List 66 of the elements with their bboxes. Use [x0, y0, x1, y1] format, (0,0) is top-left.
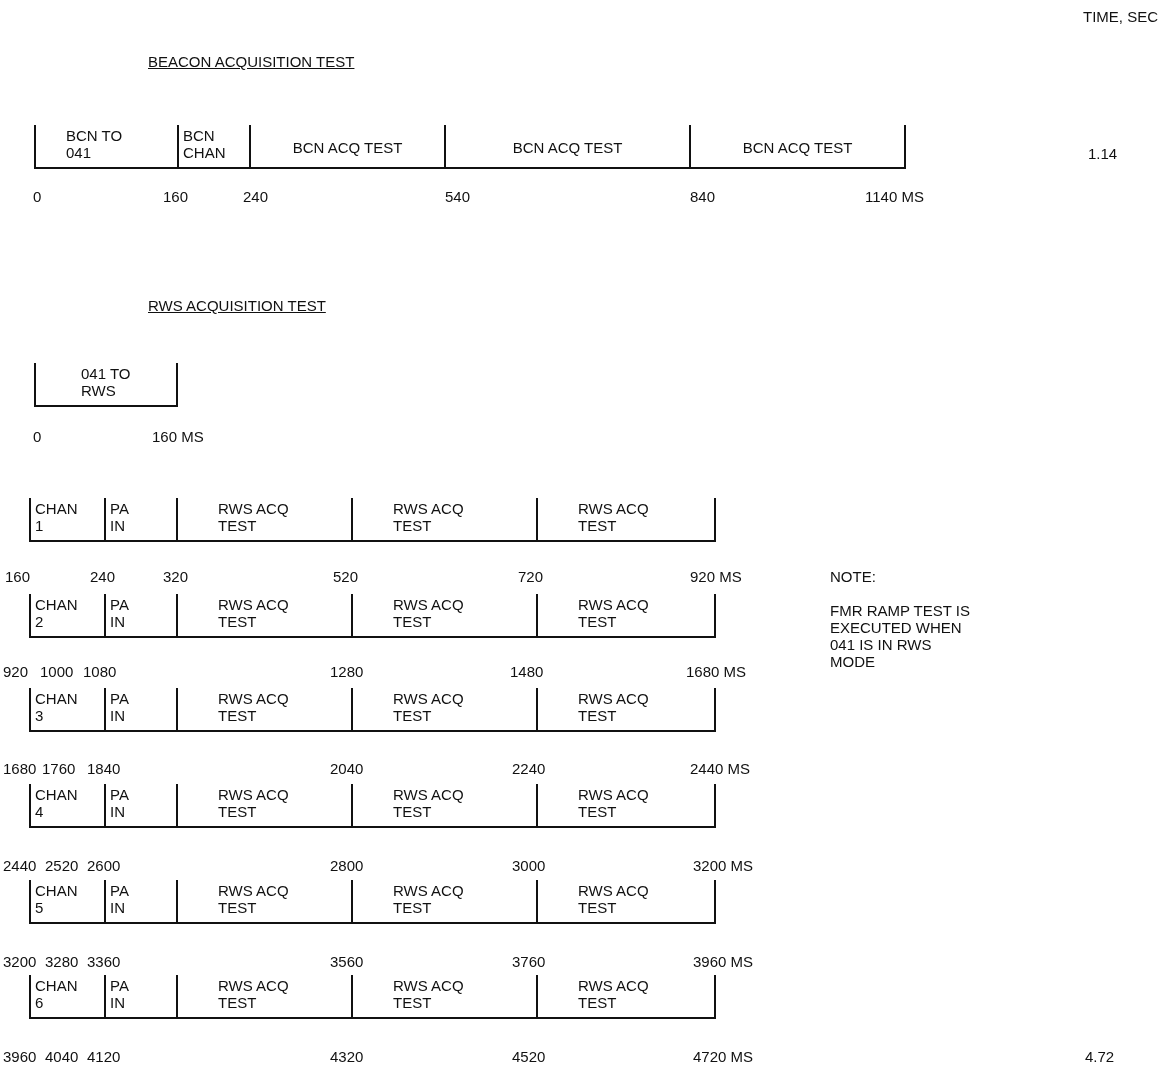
- tick-value: 4720 MS: [693, 1048, 754, 1065]
- tick-value: 3200: [3, 953, 37, 970]
- tick-value: 160 MS: [152, 428, 204, 445]
- timing-segment: RWS ACQ TEST: [536, 975, 716, 1019]
- timing-segment: RWS ACQ TEST: [536, 688, 716, 732]
- timing-segment: RWS ACQ TEST: [536, 498, 716, 542]
- timing-segment: CHAN 6: [29, 975, 106, 1019]
- duration-value: 4.72: [1085, 1048, 1115, 1065]
- tick-value: 2520: [45, 857, 79, 874]
- timing-segment: RWS ACQ TEST: [536, 880, 716, 924]
- tick-value: 3200 MS: [693, 857, 754, 874]
- tick-value: 3960 MS: [693, 953, 754, 970]
- timing-segment: CHAN 2: [29, 594, 106, 638]
- tick-value: 1760: [42, 760, 76, 777]
- note-text: FMR RAMP TEST IS EXECUTED WHEN 041 IS IN RWS MODE: [830, 602, 972, 670]
- tick-value: 3360: [87, 953, 121, 970]
- tick-value: 160: [163, 188, 189, 205]
- tick-value: 320: [163, 568, 189, 585]
- tick-value: 920: [3, 663, 29, 680]
- tick-value: 3760: [512, 953, 546, 970]
- tick-value: 3560: [330, 953, 364, 970]
- tick-value: 2240: [512, 760, 546, 777]
- tick-value: 240: [90, 568, 116, 585]
- timing-segment: CHAN 1: [29, 498, 106, 542]
- tick-value: 240: [243, 188, 269, 205]
- tick-value: 520: [333, 568, 359, 585]
- tick-value: 1680: [3, 760, 37, 777]
- tick-value: 2440: [3, 857, 37, 874]
- tick-value: 2600: [87, 857, 121, 874]
- timing-segment: BCN ACQ TEST: [689, 125, 906, 169]
- tick-value: 1680 MS: [686, 663, 747, 680]
- section-heading: BEACON ACQUISITION TEST: [148, 53, 355, 70]
- tick-value: 1840: [87, 760, 121, 777]
- tick-value: 4520: [512, 1048, 546, 1065]
- tick-value: 2040: [330, 760, 364, 777]
- tick-value: 720: [518, 568, 544, 585]
- timing-segment: RWS ACQ TEST: [536, 784, 716, 828]
- tick-value: 4320: [330, 1048, 364, 1065]
- axis-title: TIME, SEC: [1083, 8, 1158, 25]
- tick-value: 0: [33, 428, 42, 445]
- timing-segment: CHAN 5: [29, 880, 106, 924]
- timing-segment: BCN TO 041: [34, 125, 179, 169]
- tick-value: 3280: [45, 953, 79, 970]
- note-heading: NOTE:: [830, 568, 876, 585]
- tick-value: 540: [445, 188, 471, 205]
- tick-value: 160: [5, 568, 31, 585]
- section-heading: RWS ACQUISITION TEST: [148, 297, 326, 314]
- timing-segment: CHAN 3: [29, 688, 106, 732]
- tick-value: 1000: [40, 663, 74, 680]
- timing-segment: RWS ACQ TEST: [536, 594, 716, 638]
- tick-value: 4040: [45, 1048, 79, 1065]
- tick-value: 920 MS: [690, 568, 742, 585]
- tick-value: 1080: [83, 663, 117, 680]
- tick-value: 3000: [512, 857, 546, 874]
- timing-segment: 041 TO RWS: [34, 363, 178, 407]
- tick-value: 4120: [87, 1048, 121, 1065]
- tick-value: 1280: [330, 663, 364, 680]
- timing-segment: CHAN 4: [29, 784, 106, 828]
- tick-value: 840: [690, 188, 716, 205]
- duration-value: 1.14: [1088, 145, 1118, 162]
- tick-value: 3960: [3, 1048, 37, 1065]
- tick-value: 0: [33, 188, 42, 205]
- tick-value: 2800: [330, 857, 364, 874]
- tick-value: 2440 MS: [690, 760, 751, 777]
- tick-value: 1480: [510, 663, 544, 680]
- tick-value: 1140 MS: [865, 188, 924, 205]
